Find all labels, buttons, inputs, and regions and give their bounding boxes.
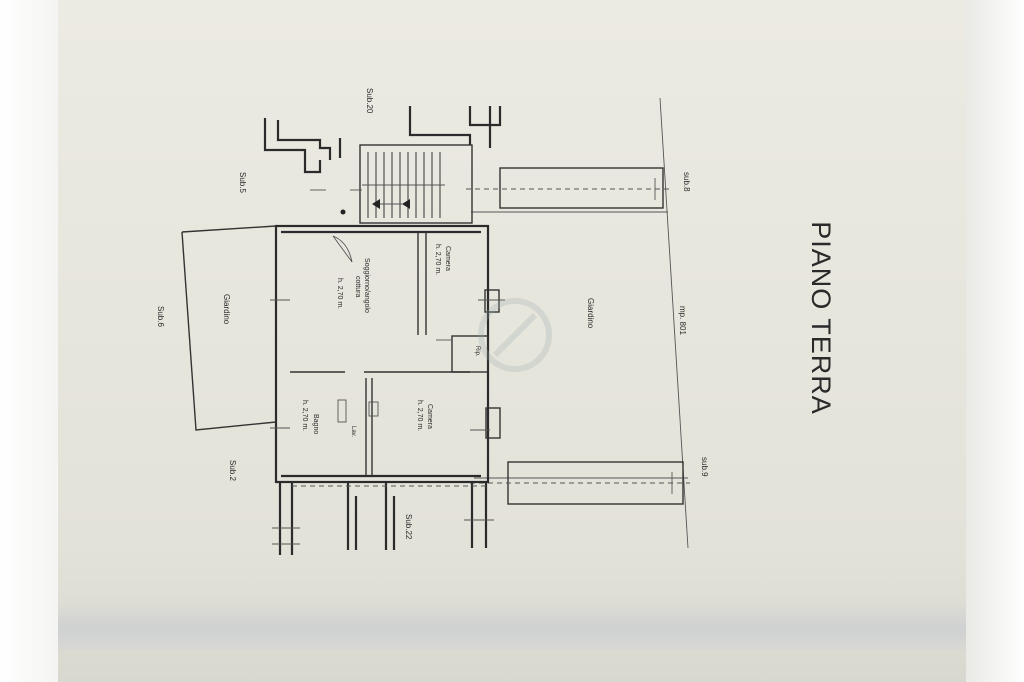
neighbour-block-sub8 (466, 167, 672, 209)
apartment-walls (274, 224, 505, 484)
label-mapp: mp. 801 (678, 306, 687, 335)
label-sub2: Sub.2 (228, 460, 237, 481)
property-boundary (471, 97, 689, 549)
paper-sheet (58, 0, 966, 682)
label-soggiorno-height: h. 2,70 m. (336, 278, 343, 309)
label-bagno-name: Bagno (312, 414, 319, 434)
background-left-margin (0, 0, 58, 682)
bottom-walls (272, 482, 494, 555)
left-garden-outline (181, 225, 290, 431)
plan-title: PIANO TERRA (806, 221, 836, 415)
label-bagno-height: h. 2,70 m. (301, 400, 308, 431)
label-giardino-left: Giardino (222, 294, 231, 325)
label-camera-bottom-height: h. 2,70 m. (416, 400, 423, 431)
neighbour-block-sub9 (470, 461, 690, 505)
corridor-walls (263, 106, 502, 215)
label-lav: Lav. (350, 426, 356, 437)
label-soggiorno-name2: cottura (354, 276, 361, 298)
label-camera-bottom-name: Camera (426, 404, 433, 429)
label-sub5: Sub.5 (238, 172, 247, 193)
label-rip: Rip. (474, 346, 480, 357)
label-sub9: sub.9 (700, 457, 709, 477)
background-right-margin (966, 0, 1024, 682)
label-sub20: Sub.20 (365, 88, 374, 114)
staircase (359, 144, 473, 224)
watermark-logo (478, 298, 552, 372)
label-giardino-right: Giardino (586, 298, 595, 329)
label-camera-top-height: h. 2,70 m. (434, 244, 441, 275)
label-camera-top-name: Camera (444, 246, 451, 271)
label-sub6: Sub.6 (156, 306, 165, 327)
paper-shadow (58, 600, 966, 650)
label-sub22: Sub.22 (404, 514, 413, 540)
label-soggiorno-name: Soggiorno/angolo (363, 258, 370, 313)
label-sub8: sub.8 (682, 172, 691, 192)
